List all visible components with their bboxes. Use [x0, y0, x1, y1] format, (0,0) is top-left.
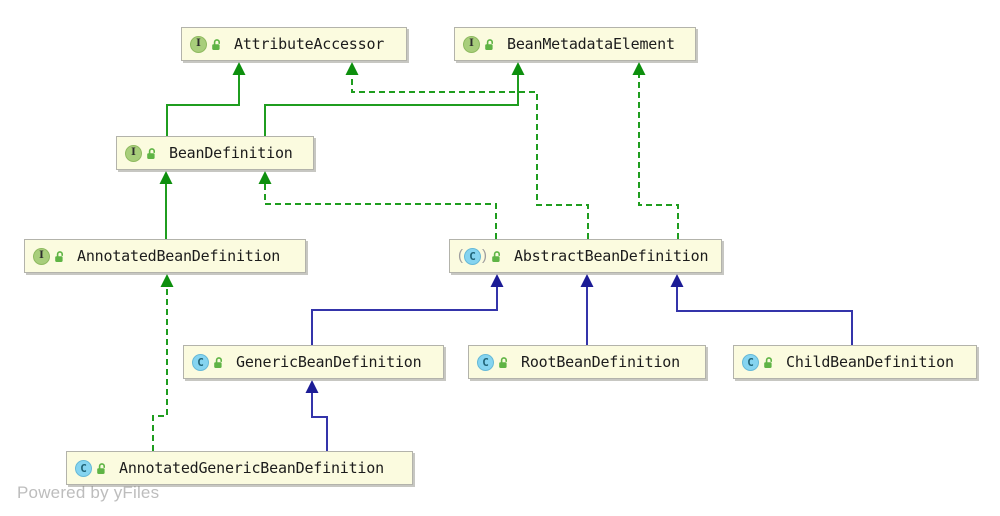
diagram-node-abstract-bean-definition[interactable]: (C) AbstractBeanDefinition — [449, 239, 722, 273]
diagram-node-annotated-generic-bean-definition[interactable]: C AnnotatedGenericBeanDefinition — [66, 451, 413, 485]
diagram-node-bean-definition[interactable]: I BeanDefinition — [116, 136, 314, 170]
edge-annotated-generic-bean-definition-extends-generic-bean-definition — [311, 393, 328, 451]
yfiles-credit: Powered by yFiles — [17, 483, 160, 502]
unlocked-lock-icon — [147, 148, 155, 159]
class-icon: C — [742, 353, 759, 371]
unlocked-lock-icon — [55, 251, 63, 262]
diagram-node-bean-metadata-element[interactable]: I BeanMetadataElement — [454, 27, 696, 61]
node-label: AnnotatedGenericBeanDefinition — [119, 459, 384, 477]
arrowhead-bean-definition-bean-metadata-element — [511, 62, 525, 75]
arrowhead-annotated-generic-bean-definition-annotated-bean-definition — [160, 274, 174, 287]
unlocked-lock-icon — [214, 357, 222, 368]
arrowhead-bean-definition-attribute-accessor — [232, 62, 246, 75]
unlocked-lock-icon — [492, 251, 500, 262]
diagram-node-annotated-bean-definition[interactable]: I AnnotatedBeanDefinition — [24, 239, 306, 273]
abstract-paren-right: ) — [482, 246, 487, 264]
class-icon: C — [464, 247, 481, 265]
diagram-node-child-bean-definition[interactable]: C ChildBeanDefinition — [733, 345, 977, 379]
arrowhead-root-bean-definition-abstract-bean-definition — [580, 274, 594, 287]
edge-annotated-generic-bean-definition-implements-annotated-bean-definition — [152, 287, 168, 451]
interface-icon: I — [463, 35, 480, 53]
interface-icon: I — [125, 144, 142, 162]
edge-bean-definition-extends-bean-metadata-element — [264, 75, 519, 136]
node-label: GenericBeanDefinition — [236, 353, 422, 371]
arrowhead-annotated-bean-definition-bean-definition — [159, 171, 173, 184]
arrowhead-generic-bean-definition-abstract-bean-definition — [490, 274, 504, 287]
node-label: AbstractBeanDefinition — [514, 247, 709, 265]
interface-icon: I — [33, 247, 50, 265]
node-label: RootBeanDefinition — [521, 353, 680, 371]
unlocked-lock-icon — [97, 463, 105, 474]
unlocked-lock-icon — [485, 39, 493, 50]
arrowhead-abstract-bean-definition-bean-definition — [258, 171, 272, 184]
arrowhead-annotated-generic-bean-definition-generic-bean-definition — [305, 380, 319, 393]
arrowhead-abstract-bean-definition-bean-metadata-element — [632, 62, 646, 75]
class-icon: C — [192, 353, 209, 371]
arrowhead-abstract-bean-definition-attribute-accessor — [345, 62, 359, 75]
unlocked-lock-icon — [764, 357, 772, 368]
diagram-node-root-bean-definition[interactable]: C RootBeanDefinition — [468, 345, 706, 379]
node-label: BeanMetadataElement — [507, 35, 675, 53]
edge-bean-definition-extends-attribute-accessor — [166, 75, 240, 136]
abstract-paren-left: ( — [458, 246, 463, 264]
class-icon: C — [477, 353, 494, 371]
edge-abstract-bean-definition-implements-attribute-accessor — [351, 75, 589, 239]
node-label: ChildBeanDefinition — [786, 353, 954, 371]
node-label: AttributeAccessor — [234, 35, 385, 53]
edge-abstract-bean-definition-implements-bean-definition — [264, 184, 497, 239]
diagram-node-generic-bean-definition[interactable]: C GenericBeanDefinition — [183, 345, 444, 379]
edge-child-bean-definition-extends-abstract-bean-definition — [676, 287, 853, 345]
interface-icon: I — [190, 35, 207, 53]
node-label: BeanDefinition — [169, 144, 293, 162]
diagram-node-attribute-accessor[interactable]: I AttributeAccessor — [181, 27, 407, 61]
arrowhead-child-bean-definition-abstract-bean-definition — [670, 274, 684, 287]
unlocked-lock-icon — [212, 39, 220, 50]
edge-generic-bean-definition-extends-abstract-bean-definition — [311, 287, 498, 345]
edge-abstract-bean-definition-implements-bean-metadata-element — [638, 75, 679, 239]
class-icon: C — [75, 459, 92, 477]
node-label: AnnotatedBeanDefinition — [77, 247, 281, 265]
unlocked-lock-icon — [499, 357, 507, 368]
